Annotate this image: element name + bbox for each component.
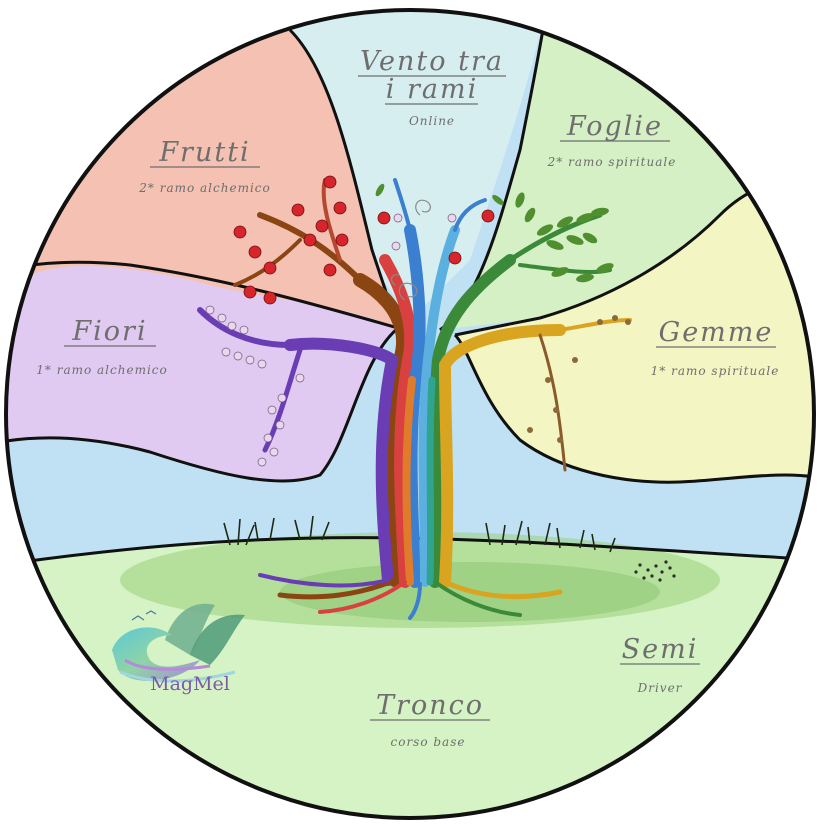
fiori-title: Fiori [71,316,147,347]
frutti-subtitle: 2* ramo alchemico [138,181,270,195]
semi-title: Semi [622,634,699,665]
apples [233,175,495,305]
buds [527,315,631,443]
section-frutti-label: Frutti 2* ramo alchemico [138,137,270,195]
tronco-title: Tronco [376,690,484,721]
flowers [205,213,457,467]
tronco-subtitle: corso base [391,735,466,749]
wind-swirls [390,199,431,301]
section-fiori-region [6,265,398,482]
section-vento-label: Vento tra i rami Online [358,46,506,128]
gemme-title: Gemme [659,317,774,348]
section-semi-label: Semi Driver [620,634,700,695]
foglie-subtitle: 2* ramo spirituale [547,155,677,169]
leaves [375,183,614,283]
frutti-title: Frutti [158,137,250,168]
tree-trunk [284,224,566,588]
tree-roots [258,573,563,620]
wheel-outline [4,8,816,820]
fiori-subtitle: 1* ramo alchemico [36,363,167,377]
vento-subtitle: Online [409,114,455,128]
section-tronco-label: Tronco corso base [370,690,490,749]
section-gemme-label: Gemme 1* ramo spirituale [651,317,780,378]
gemme-subtitle: 1* ramo spirituale [651,364,780,378]
vento-title-line2: i rami [386,74,478,105]
foglie-title: Foglie [566,111,663,142]
grass-tufts [223,515,616,553]
logo-text: MagMel [150,673,230,695]
seeds-dots [634,560,676,582]
vento-title-line1: Vento tra [360,46,504,77]
section-foglie-label: Foglie 2* ramo spirituale [547,111,677,169]
section-vento-region [290,10,548,320]
wave-leaf-logo-icon: MagMel [112,603,245,695]
section-gemme-region [455,170,814,483]
section-fiori-label: Fiori 1* ramo alchemico [36,316,167,377]
semi-subtitle: Driver [637,681,683,695]
